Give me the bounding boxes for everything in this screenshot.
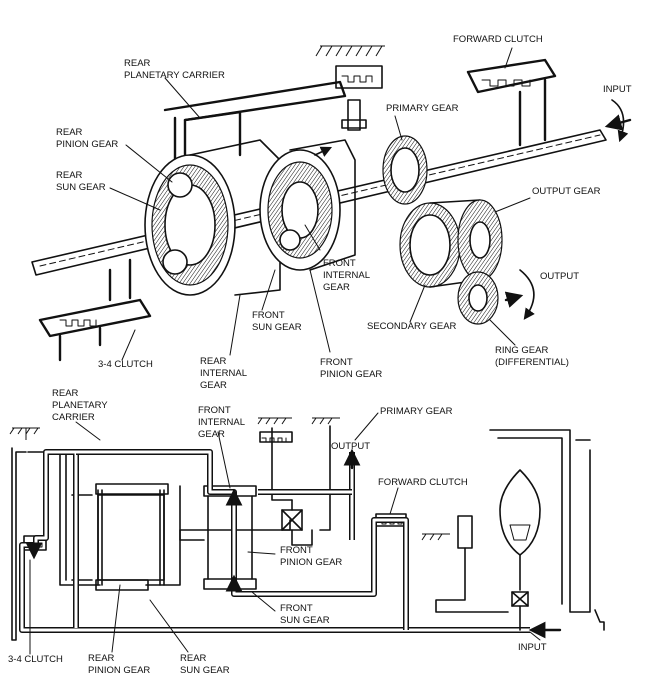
label-primary-gear-top: PRIMARY GEAR — [386, 103, 459, 114]
schematic-front-planetary — [179, 485, 257, 590]
label-front-sun-gear-top: FRONT SUN GEAR — [252, 310, 302, 333]
label-front-pinion-gear-top: FRONT PINION GEAR — [320, 357, 382, 380]
label-forward-clutch-bottom: FORWARD CLUTCH — [378, 477, 468, 488]
output-secondary-gears — [399, 199, 503, 288]
label-input-top: INPUT — [603, 84, 632, 95]
bottom-labels: REAR PLANETARY CARRIER FRONT INTERNAL GE… — [8, 388, 547, 676]
schematic-output-shaft — [259, 425, 331, 546]
label-34-clutch-bottom: 3-4 CLUTCH — [8, 654, 63, 665]
label-front-pinion-gear-bottom: FRONT PINION GEAR — [280, 545, 342, 568]
bottom-leader-lines — [29, 412, 541, 655]
label-output-bottom: OUTPUT — [331, 441, 370, 452]
label-rear-internal-gear-top: REAR INTERNAL GEAR — [200, 356, 249, 391]
label-forward-clutch-top: FORWARD CLUTCH — [453, 34, 543, 45]
top-labels: REAR PLANETARY CARRIER FORWARD CLUTCH IN… — [56, 34, 632, 391]
label-rear-planetary-carrier-bottom: REAR PLANETARY CARRIER — [52, 388, 110, 423]
label-secondary-gear-top: SECONDARY GEAR — [367, 321, 457, 332]
label-34-clutch-top: 3-4 CLUTCH — [98, 359, 153, 370]
schematic-carrier-frame — [11, 447, 291, 641]
front-planetary-drum — [259, 139, 356, 271]
label-rear-pinion-gear-top: REAR PINION GEAR — [56, 127, 118, 150]
input-arrow-top — [604, 99, 632, 143]
band-clutch-top — [335, 65, 383, 131]
rear-planetary-drum — [144, 139, 281, 296]
ground-hatch-left — [9, 427, 40, 440]
label-input-bottom: INPUT — [518, 642, 547, 653]
label-front-internal-gear-bottom: FRONT INTERNAL GEAR — [198, 405, 247, 440]
label-primary-gear-bottom: PRIMARY GEAR — [380, 406, 453, 417]
primary-gear-illustration — [382, 135, 428, 205]
power-flow-path — [19, 448, 530, 633]
label-front-sun-gear-bottom: FRONT SUN GEAR — [280, 603, 330, 626]
schematic-rear-planetary — [71, 483, 169, 591]
label-ring-gear-top: RING GEAR (DIFFERENTIAL) — [495, 345, 569, 368]
forward-clutch-illustration — [466, 58, 557, 147]
schematic-torque-converter — [435, 429, 605, 639]
ground-hatch-top — [315, 45, 385, 57]
ground-hatch-right — [421, 533, 450, 541]
label-rear-sun-gear-bottom: REAR SUN GEAR — [180, 653, 230, 676]
ring-gear-illustration — [457, 269, 535, 325]
label-output-gear-top: OUTPUT GEAR — [532, 186, 601, 197]
label-rear-sun-gear-top: REAR SUN GEAR — [56, 170, 106, 193]
top-leader-lines — [109, 47, 531, 361]
schematic-diagram: REAR PLANETARY CARRIER FRONT INTERNAL GE… — [8, 388, 605, 676]
label-output-top: OUTPUT — [540, 271, 579, 282]
ground-hatch-mid — [257, 417, 340, 425]
cutaway-illustration: REAR PLANETARY CARRIER FORWARD CLUTCH IN… — [31, 34, 632, 391]
label-rear-planetary-carrier-top: REAR PLANETARY CARRIER — [124, 58, 225, 81]
label-rear-pinion-gear-bottom: REAR PINION GEAR — [88, 653, 150, 676]
clutch-34-illustration — [38, 258, 152, 362]
label-front-internal-gear-top: FRONT INTERNAL GEAR — [323, 258, 372, 293]
